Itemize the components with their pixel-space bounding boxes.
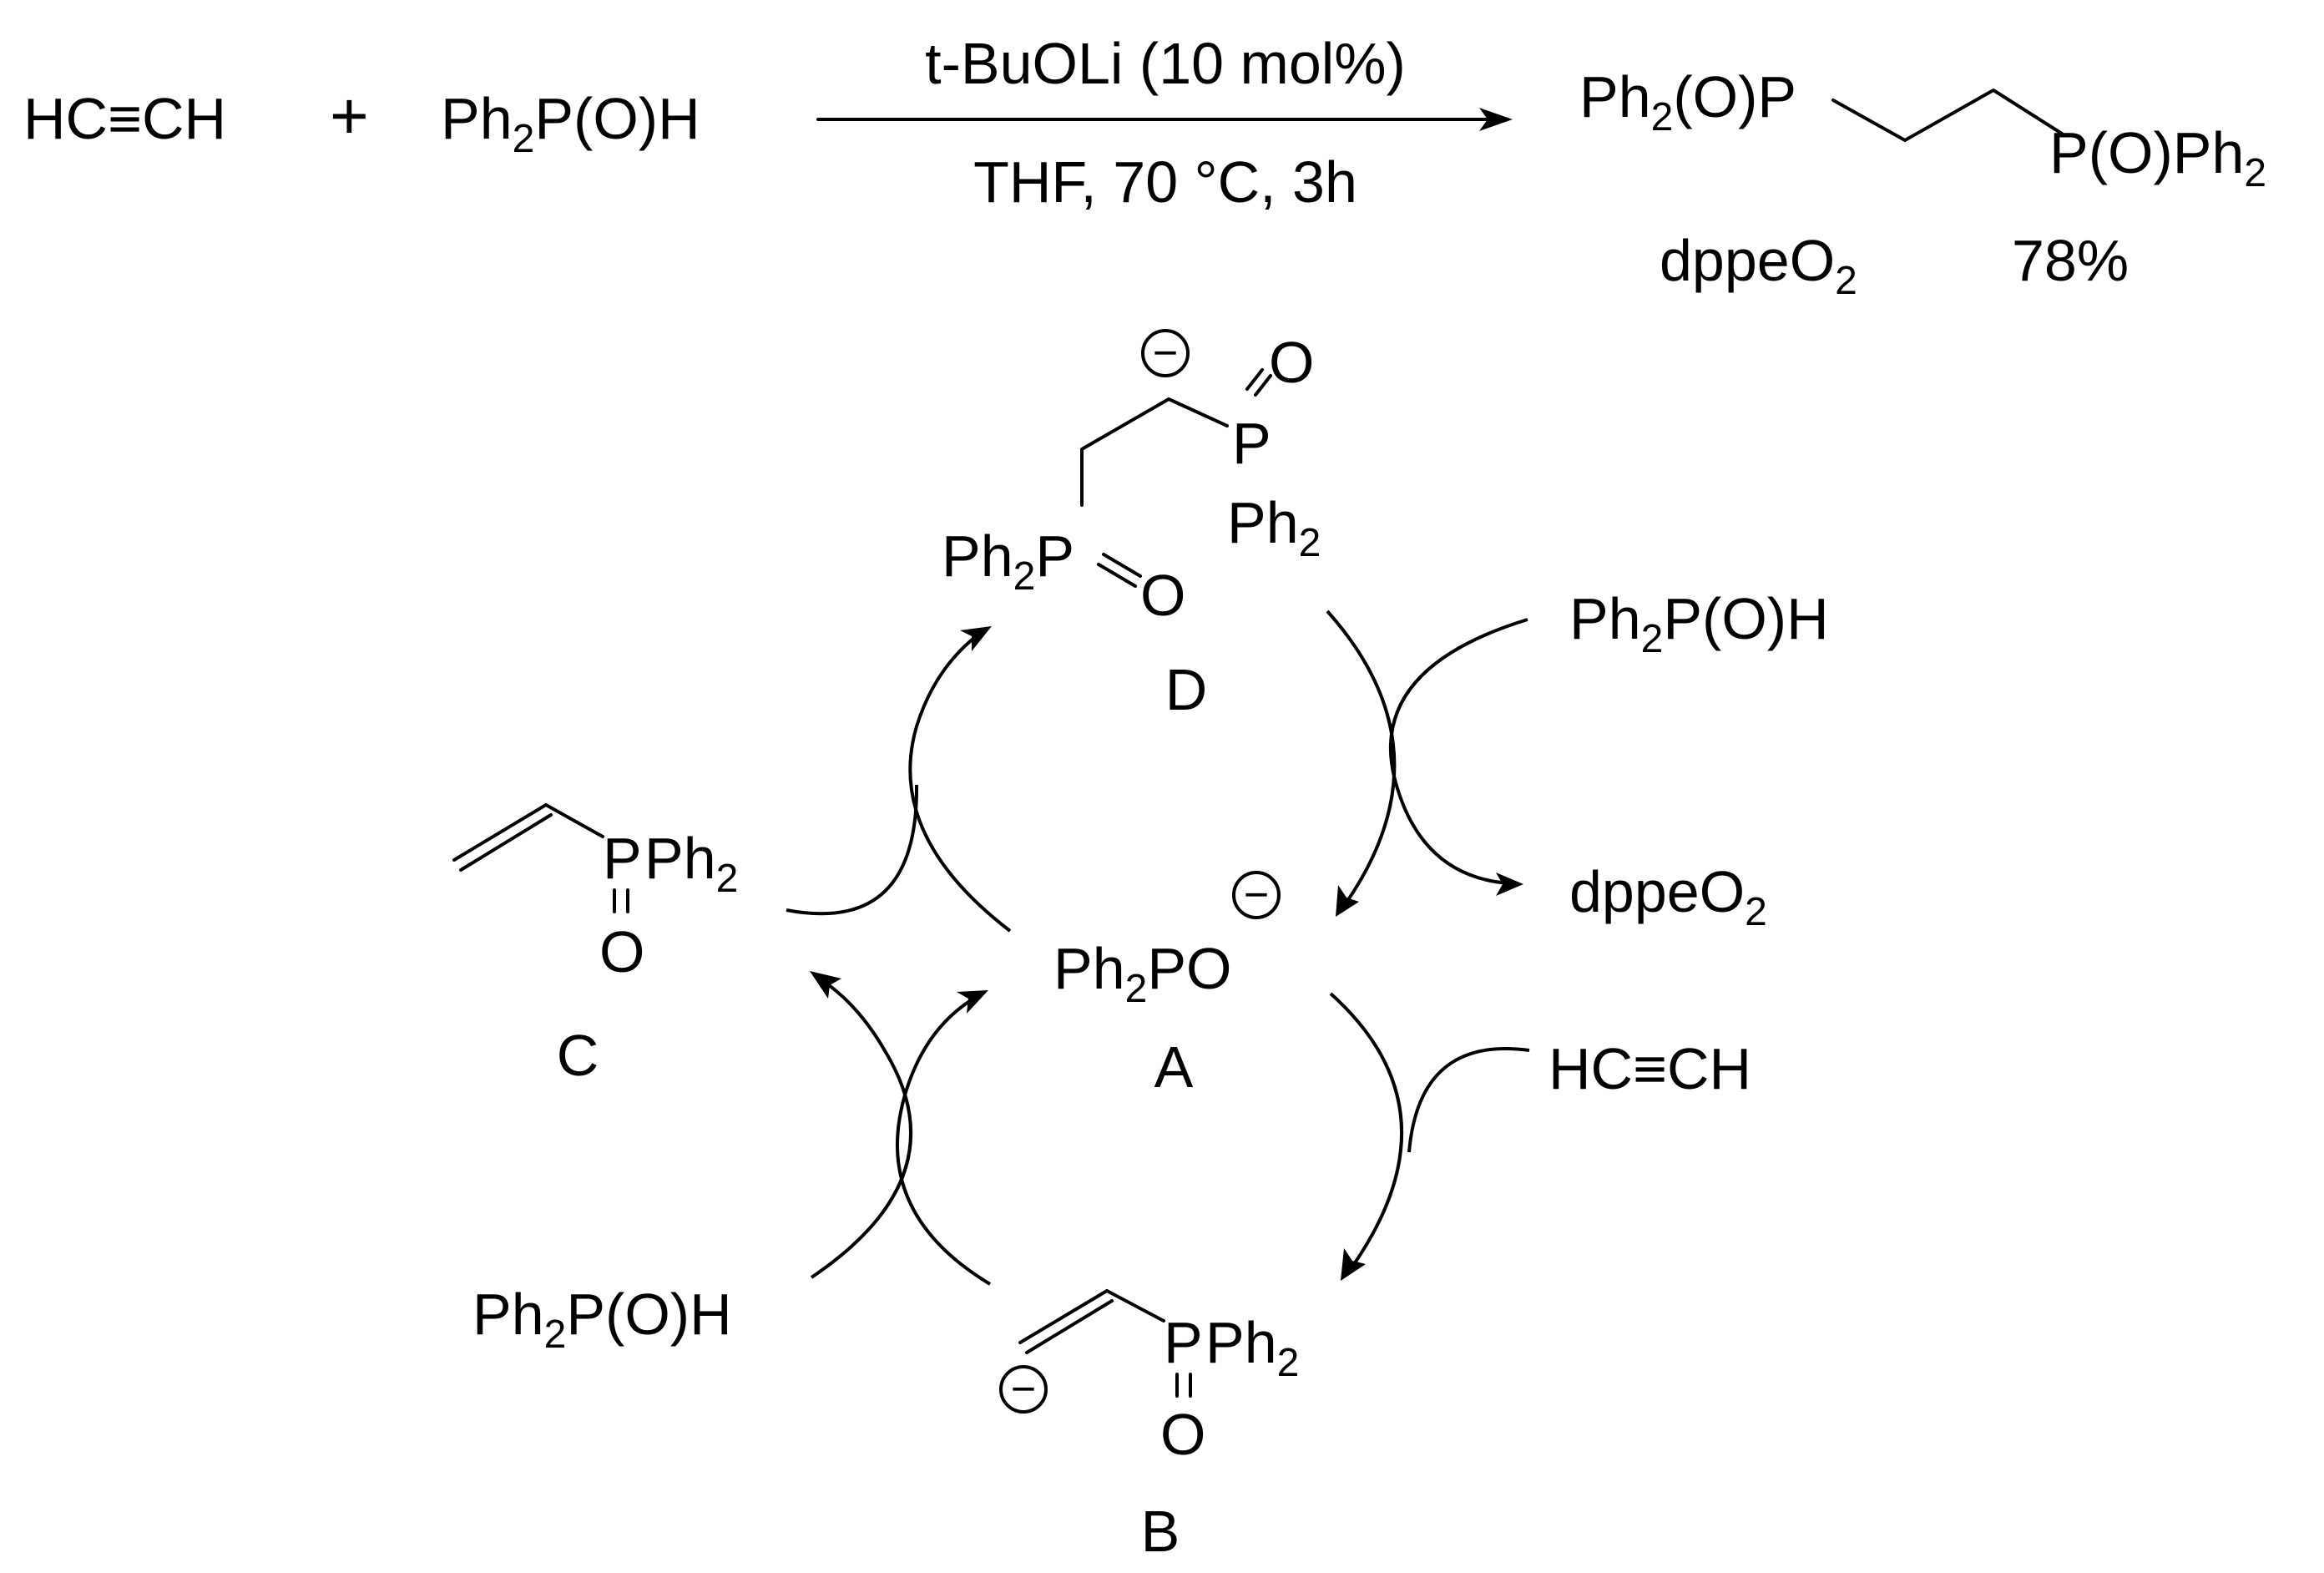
D-left-O: O (1140, 563, 1185, 628)
arrow-D-to-A-head (1336, 885, 1359, 917)
product-name: dppeO2 (1660, 228, 1857, 303)
arrow-D-to-A (1326, 609, 1397, 908)
plus-sign: + (330, 78, 369, 153)
arrow-phosphine-oxide-to-C (810, 979, 913, 1279)
arrow-B-to-A-head (957, 990, 988, 1014)
arrow-C-in (786, 784, 919, 916)
arrow-A-to-B-head (1341, 1248, 1366, 1281)
B-O: O (1160, 1402, 1205, 1467)
conditions-catalyst: t-BuOLi (10 mol%) (925, 31, 1406, 96)
reagent-phosphine-oxide-top: Ph2P(O)H (1569, 586, 1829, 661)
B-vinyl-P-bond (1105, 1289, 1165, 1323)
reactant-diphenylphosphine-oxide: Ph2P(O)H (441, 86, 700, 161)
B-negative-charge-circle (999, 1365, 1048, 1414)
A-negative-charge: − (1244, 871, 1269, 919)
A-formula: Ph2PO (1053, 936, 1231, 1011)
arrow-B-to-A (896, 996, 992, 1286)
product-yield: 78% (2012, 228, 2129, 293)
reaction-arrow-head (1479, 108, 1513, 131)
D-negative-charge: − (1153, 329, 1178, 377)
D-negative-charge-circle (1141, 329, 1190, 377)
arrow-acetylene-in (1407, 1046, 1530, 1153)
B-vinyl-double-bond-b (1025, 1299, 1114, 1354)
reagent-phosphine-oxide-bottom: Ph2P(O)H (472, 1282, 732, 1357)
B-negative-charge: − (1011, 1365, 1036, 1414)
arrow-A-to-D (908, 633, 1012, 933)
product-right-group: P(O)Ph2 (2049, 120, 2266, 195)
B-vinyl-double-bond-a (1018, 1289, 1109, 1344)
D-carbon-chain (1080, 397, 1229, 507)
D-right-P: P (1232, 411, 1271, 476)
reactant-acetylene: HC≡CH (23, 86, 226, 151)
A-label: A (1154, 1034, 1194, 1100)
arrow-A-to-D-head (960, 626, 992, 651)
B-Ph2: Ph2 (1205, 1310, 1299, 1385)
catalytic-cycle: − O P Ph2 Ph2P O D − Ph2PO A P Ph2 (452, 329, 1829, 1564)
D-right-P-O-double-bond-a (1254, 374, 1272, 397)
C-O: O (599, 919, 644, 984)
D-right-Ph2: Ph2 (1227, 490, 1321, 565)
conditions-solvent-temp-time: THF, 70 °C, 3h (973, 149, 1357, 215)
D-right-O: O (1269, 330, 1314, 395)
D-label: D (1165, 657, 1208, 722)
C-label: C (557, 1023, 599, 1088)
C-vinyl-P-bond (544, 803, 604, 838)
D-left-P-O-double-bond-a (1102, 553, 1142, 578)
intermediate-A: − Ph2PO A (1053, 871, 1281, 1100)
intermediate-B: − P Ph2 O B (999, 1289, 1299, 1564)
D-left-P-O-double-bond-b (1097, 563, 1137, 588)
intermediate-D: − O P Ph2 Ph2P O D (942, 329, 1321, 722)
D-left-group: Ph2P (942, 523, 1074, 599)
reagent-acetylene: HC≡CH (1548, 1036, 1751, 1101)
C-Ph2: Ph2 (644, 826, 738, 901)
B-P: P (1164, 1310, 1203, 1375)
C-P: P (603, 826, 642, 891)
arrow-dppeO2-out-head (1496, 872, 1523, 896)
A-negative-charge-circle (1232, 871, 1281, 919)
product-ethylene-bridge (1831, 89, 2064, 142)
arrow-to-C-head (810, 971, 841, 999)
arrow-A-to-B (1329, 992, 1403, 1268)
B-label: B (1141, 1499, 1180, 1564)
product-left-group: Ph2(O)P (1579, 64, 1796, 139)
intermediate-C: P Ph2 O C (452, 803, 738, 1088)
reaction-equation: HC≡CH + Ph2P(O)H t-BuOLi (10 mol%) THF, … (23, 31, 2266, 303)
arrow-phosphine-oxide-in-dppeO2-out (1389, 618, 1528, 885)
C-vinyl-double-bond-b (459, 813, 553, 872)
product-out-dppeO2: dppeO2 (1569, 859, 1767, 934)
D-right-P-O-double-bond-b (1245, 368, 1264, 391)
C-vinyl-double-bond-a (452, 803, 548, 862)
